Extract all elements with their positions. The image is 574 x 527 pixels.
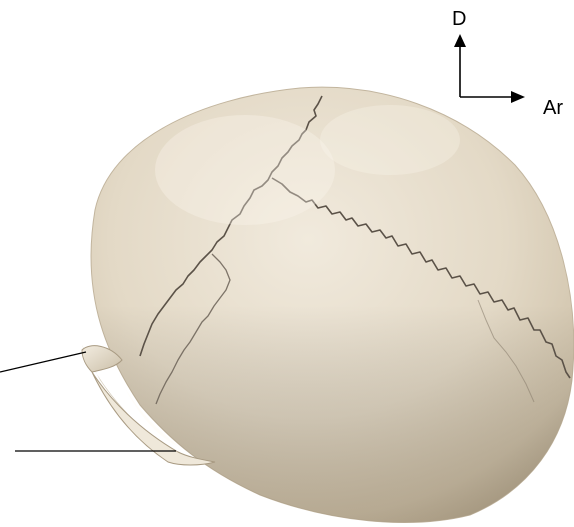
- dorsal-label: D: [452, 9, 466, 29]
- anterior-label: Ar: [543, 98, 563, 118]
- leader-line-upper: [0, 352, 86, 372]
- arrow-right-icon: [511, 91, 525, 103]
- arrow-up-icon: [454, 34, 466, 47]
- orientation-indicator: [454, 34, 525, 103]
